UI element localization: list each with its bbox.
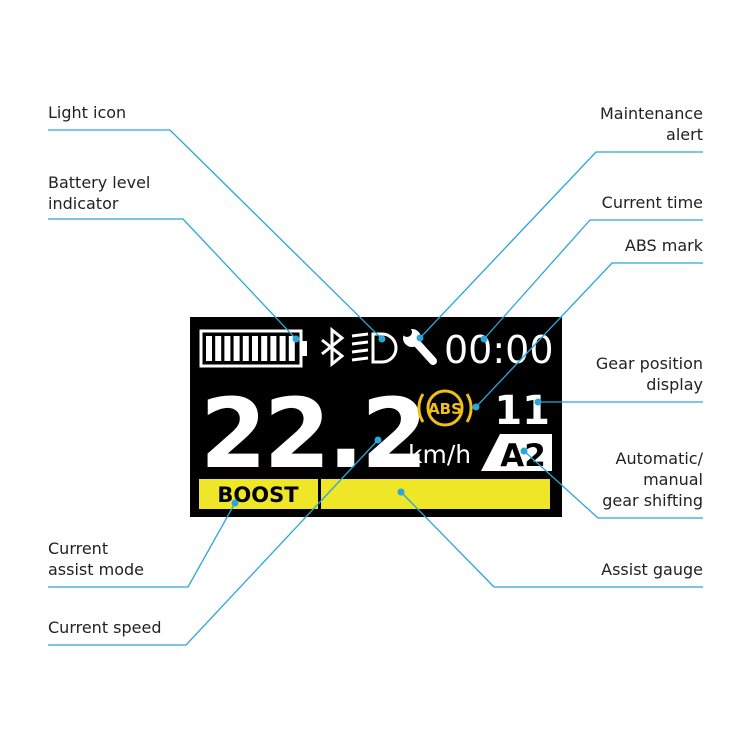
dot-abs-mark bbox=[472, 403, 480, 411]
cycle-computer-display: 00:00 22.2 km/h ABS 11 A2 BOOST bbox=[190, 317, 562, 517]
assist-mode-readout: BOOST bbox=[217, 483, 299, 507]
time-readout: 00:00 bbox=[444, 328, 554, 372]
dot-assist-gauge bbox=[397, 488, 405, 496]
leader-current-speed bbox=[48, 439, 379, 646]
dot-battery-level bbox=[292, 335, 300, 343]
wrench-icon bbox=[402, 327, 437, 365]
dot-current-time bbox=[480, 335, 488, 343]
battery-segment bbox=[288, 336, 295, 361]
leader-maintenance-alert bbox=[419, 151, 703, 339]
abs-arc-right bbox=[465, 393, 473, 423]
shift-mode-badge: A2 bbox=[481, 434, 552, 474]
shift-mode-background bbox=[481, 434, 552, 471]
dot-light-icon bbox=[378, 335, 386, 343]
dot-assist-mode bbox=[231, 499, 239, 507]
battery-segment bbox=[206, 336, 212, 361]
bluetooth-icon bbox=[321, 326, 345, 368]
label-current-speed: Current speed bbox=[48, 618, 162, 637]
dot-maintenance-alert bbox=[416, 334, 424, 342]
leader-assist-gauge bbox=[400, 491, 703, 588]
battery-segment bbox=[270, 336, 277, 361]
leader-battery-level bbox=[48, 218, 297, 340]
leader-gear-shifting bbox=[523, 450, 703, 519]
label-abs-mark: ABS mark bbox=[624, 236, 703, 255]
shift-mode-readout: A2 bbox=[500, 438, 546, 474]
leader-abs-mark bbox=[475, 262, 703, 408]
dot-current-speed bbox=[374, 436, 382, 444]
label-light-icon: Light icon bbox=[48, 103, 127, 122]
abs-label: ABS bbox=[428, 400, 462, 418]
label-battery-level: Battery level indicator bbox=[48, 173, 151, 213]
label-maintenance-alert: Maintenance alert bbox=[599, 104, 703, 144]
battery-segment bbox=[252, 336, 258, 361]
abs-mark: ABS bbox=[417, 389, 473, 427]
battery-segments bbox=[206, 336, 295, 361]
label-gear-shifting: Automatic/ manual gear shifting bbox=[602, 449, 703, 510]
battery-segment bbox=[233, 336, 240, 361]
dot-gear-position bbox=[534, 398, 542, 406]
abs-arc-left bbox=[417, 393, 425, 423]
battery-icon bbox=[199, 329, 307, 368]
assist-gauge-fill bbox=[321, 479, 550, 509]
label-assist-mode: Current assist mode bbox=[48, 539, 144, 579]
label-gear-position: Gear position display bbox=[595, 354, 703, 394]
battery-segment bbox=[279, 336, 286, 361]
abs-ring bbox=[426, 389, 464, 427]
speed-unit: km/h bbox=[408, 440, 471, 469]
battery-segment bbox=[224, 336, 231, 361]
battery-segment bbox=[215, 336, 222, 361]
speed-readout: 22.2 bbox=[200, 378, 425, 490]
dot-gear-shifting bbox=[520, 447, 528, 455]
label-assist-gauge: Assist gauge bbox=[601, 560, 703, 579]
headlight-icon bbox=[351, 332, 398, 364]
assist-mode-box bbox=[199, 479, 318, 509]
battery-segment bbox=[242, 336, 249, 361]
label-current-time: Current time bbox=[601, 193, 703, 212]
display-graphics: 00:00 22.2 km/h ABS 11 A2 BOOST bbox=[199, 326, 554, 509]
leader-assist-mode bbox=[48, 502, 236, 588]
gear-position-readout: 11 bbox=[494, 388, 550, 434]
battery-segment bbox=[261, 336, 268, 361]
leader-current-time bbox=[483, 219, 703, 340]
leader-light-icon bbox=[48, 129, 383, 340]
battery-terminal bbox=[301, 341, 307, 356]
